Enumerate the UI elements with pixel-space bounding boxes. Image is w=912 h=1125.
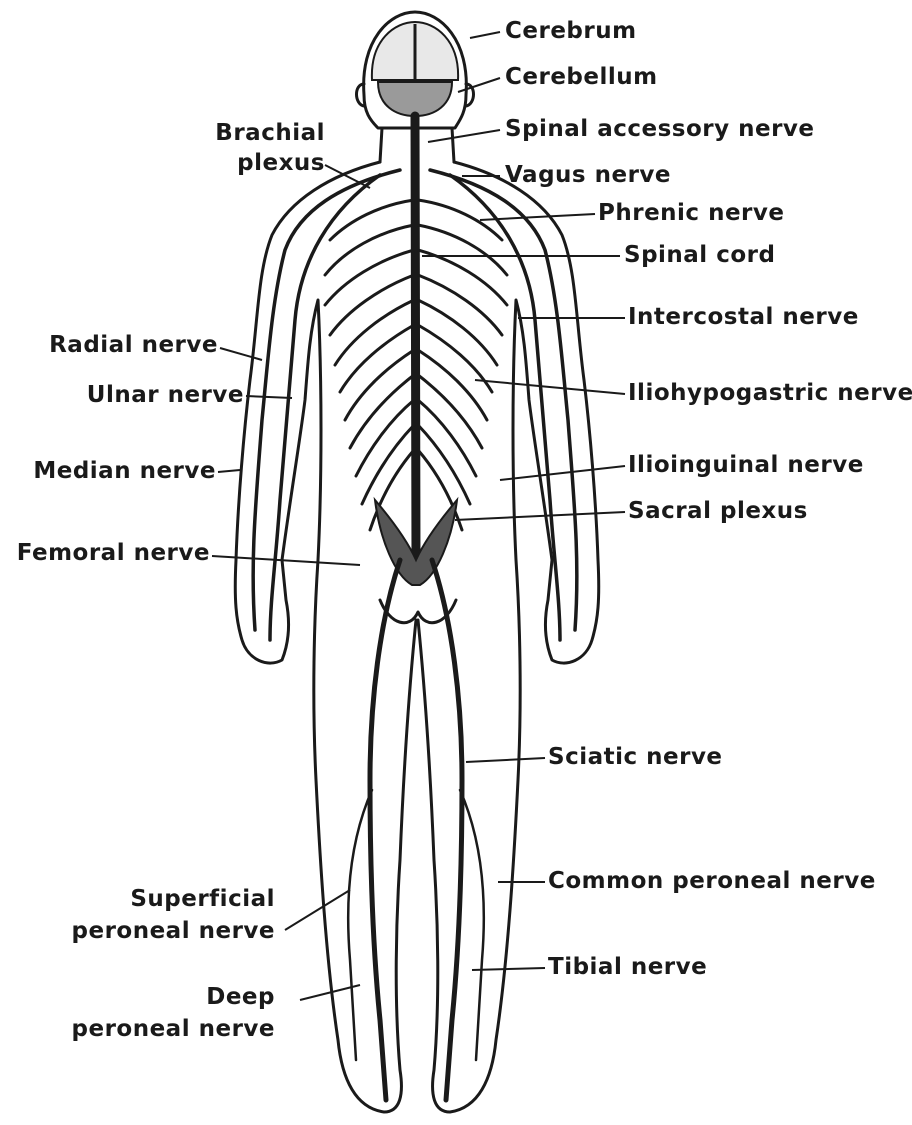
label-median-nerve: Median nerve [0, 458, 216, 485]
neck-right [452, 128, 454, 162]
label-sciatic-nerve: Sciatic nerve [548, 744, 723, 771]
cerebellum-shape [378, 82, 452, 116]
label-cerebellum: Cerebellum [505, 64, 658, 91]
label-tibial-nerve: Tibial nerve [548, 954, 707, 981]
label-cerebrum: Cerebrum [505, 18, 637, 45]
label-intercostal-nerve: Intercostal nerve [628, 304, 859, 331]
label-superficial-peroneal-line2: peroneal nerve [60, 918, 275, 945]
label-femoral-nerve: Femoral nerve [0, 540, 210, 567]
neck-left [380, 128, 382, 162]
label-common-peroneal-nerve: Common peroneal nerve [548, 868, 876, 895]
label-radial-nerve: Radial nerve [0, 332, 218, 359]
label-sacral-plexus: Sacral plexus [628, 498, 808, 525]
label-deep-peroneal-line1: Deep [60, 984, 275, 1011]
spinal-cord [415, 116, 416, 560]
label-brachial-plexus-line2: plexus [160, 150, 325, 177]
label-ilioinguinal-nerve: Ilioinguinal nerve [628, 452, 864, 479]
label-spinal-cord: Spinal cord [624, 242, 775, 269]
label-brachial-plexus-line1: Brachial [160, 120, 325, 147]
label-deep-peroneal-line2: peroneal nerve [60, 1016, 275, 1043]
label-iliohypogastric-nerve: Iliohypogastric nerve [628, 380, 912, 407]
label-vagus-nerve: Vagus nerve [505, 162, 671, 189]
label-phrenic-nerve: Phrenic nerve [598, 200, 784, 227]
label-ulnar-nerve: Ulnar nerve [0, 382, 244, 409]
label-superficial-peroneal-line1: Superficial [60, 886, 275, 913]
label-spinal-accessory-nerve: Spinal accessory nerve [505, 116, 815, 143]
leg-nerves [370, 560, 462, 1100]
